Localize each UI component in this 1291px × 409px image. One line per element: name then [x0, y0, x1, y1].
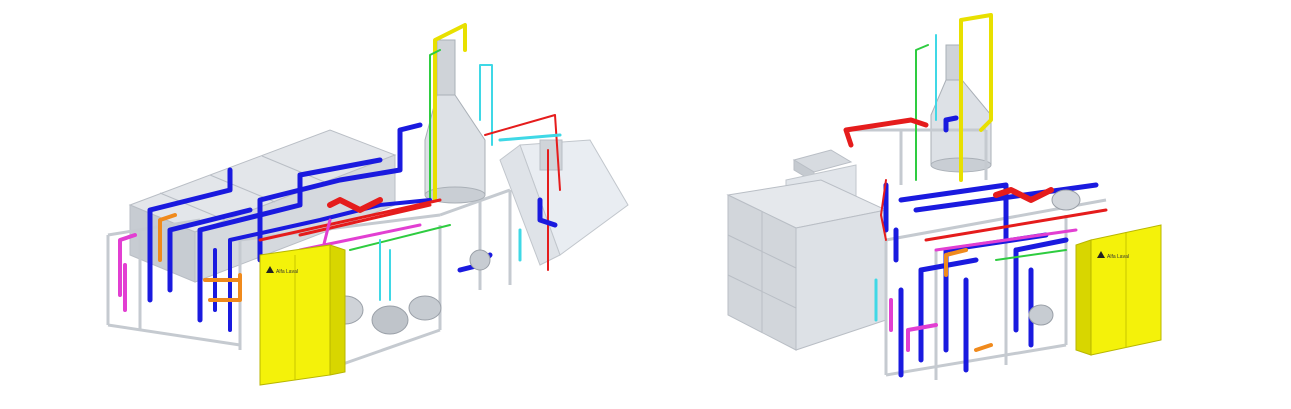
pump-units — [1028, 189, 1081, 326]
plant-view-left: Alfa Laval — [0, 0, 645, 409]
pipe-network — [843, 13, 1108, 378]
plant-drawing-right: Alfa Laval — [726, 13, 1162, 380]
plant-view-right: Alfa Laval — [646, 0, 1291, 409]
control-cabinet: Alfa Laval — [259, 244, 346, 386]
warning-triangle-icon — [266, 266, 274, 273]
pipe-network — [118, 23, 562, 332]
pump-units — [326, 249, 491, 335]
plant-drawing-left: Alfa Laval — [106, 23, 629, 386]
control-cabinet: Alfa Laval — [1075, 224, 1162, 356]
warning-triangle-icon — [1097, 251, 1105, 258]
housing-block — [726, 179, 888, 351]
cabinet-brand-label: Alfa Laval — [276, 269, 298, 275]
cabinet-brand-label: Alfa Laval — [1107, 254, 1129, 260]
